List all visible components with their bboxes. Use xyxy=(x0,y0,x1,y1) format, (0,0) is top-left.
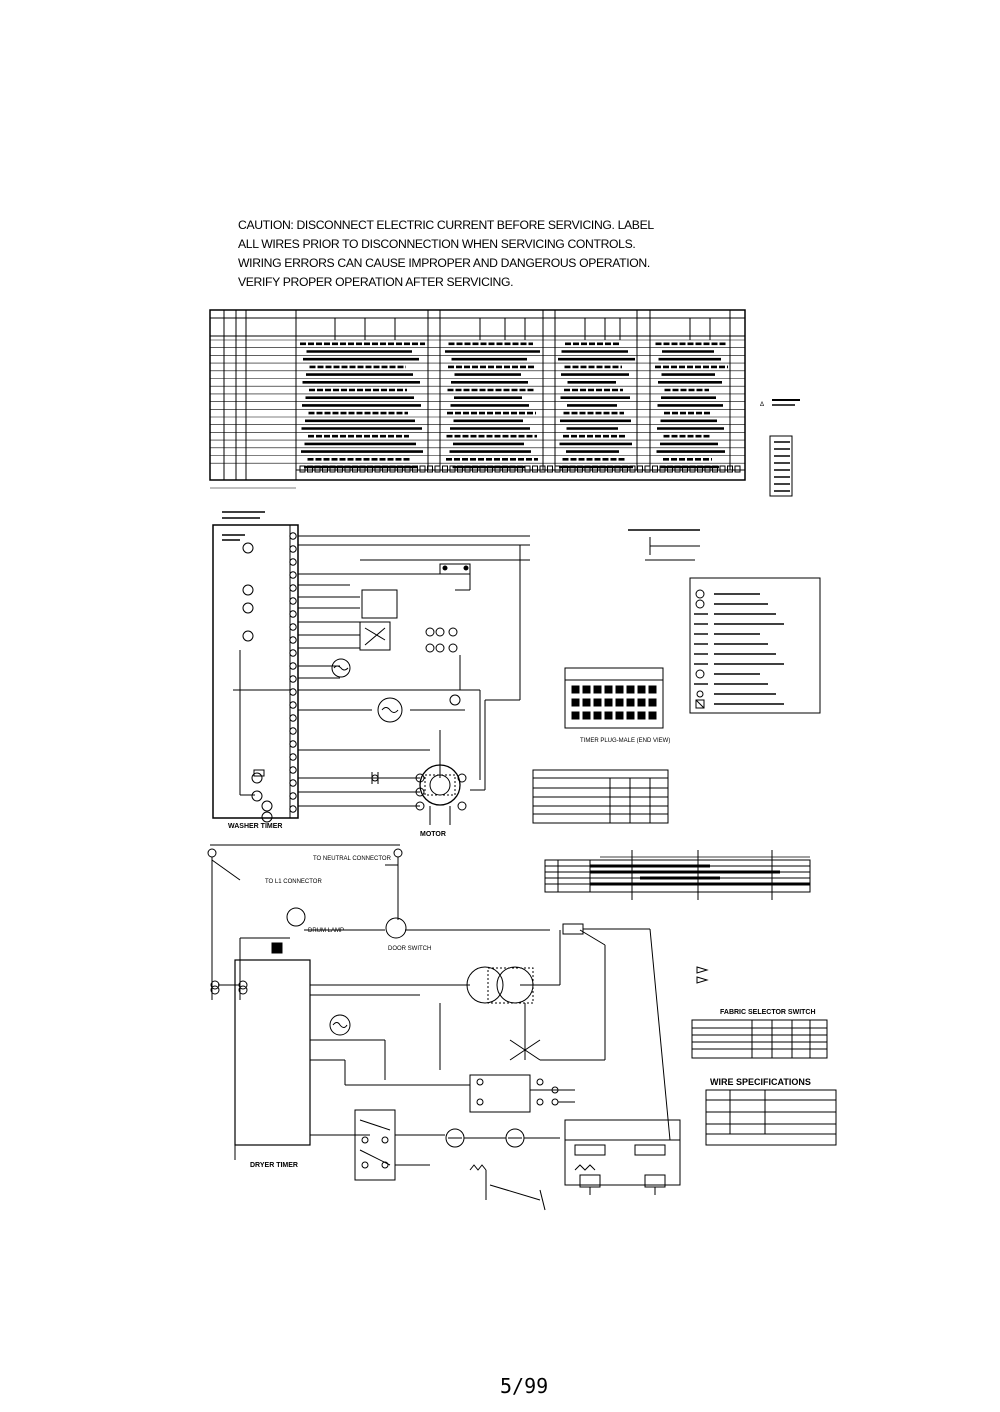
caution-line-4: VERIFY PROPER OPERATION AFTER SERVICING. xyxy=(238,275,514,289)
caution-notice: CAUTION: DISCONNECT ELECTRIC CURRENT BEF… xyxy=(238,216,658,292)
to-neutral-connector-label: TO NEUTRAL CONNECTOR xyxy=(313,856,392,862)
timer-cycle-chart xyxy=(209,309,746,489)
wire-code-legend xyxy=(689,577,821,714)
wire-spec-table xyxy=(705,1089,837,1146)
dryer-timer-label: DRYER TIMER xyxy=(250,1162,298,1169)
svg-text:Δ: Δ xyxy=(760,402,764,408)
caution-line-3: WIRING ERRORS CAN CAUSE IMPROPER AND DAN… xyxy=(238,256,650,270)
dryer-schematic xyxy=(207,844,681,1211)
wire-specifications-label: WIRE SPECIFICATIONS xyxy=(710,1077,811,1087)
caution-line-2: ALL WIRES PRIOR TO DISCONNECTION WHEN SE… xyxy=(238,237,636,251)
drum-lamp-label: DRUM LAMP xyxy=(308,928,344,934)
dryer-timer-chart xyxy=(544,850,811,900)
timer-plug-label: TIMER PLUG-MALE (END VIEW) xyxy=(580,738,670,744)
caution-line-1: CAUTION: DISCONNECT ELECTRIC CURRENT BEF… xyxy=(238,218,654,232)
washer-schematic xyxy=(212,511,530,825)
door-switch-label: DOOR SWITCH xyxy=(388,946,431,952)
temperature-switch-table xyxy=(532,769,669,824)
fabric-selector-label: FABRIC SELECTOR SWITCH xyxy=(720,1009,816,1016)
motor-label: MOTOR xyxy=(420,831,446,838)
to-l1-connector-label: TO L1 CONNECTOR xyxy=(265,879,322,885)
page-number: 5/99 xyxy=(500,1374,549,1398)
washer-timer-label: WASHER TIMER xyxy=(228,823,282,830)
timer-plug xyxy=(564,667,664,729)
fabric-selector-table xyxy=(691,1019,828,1059)
